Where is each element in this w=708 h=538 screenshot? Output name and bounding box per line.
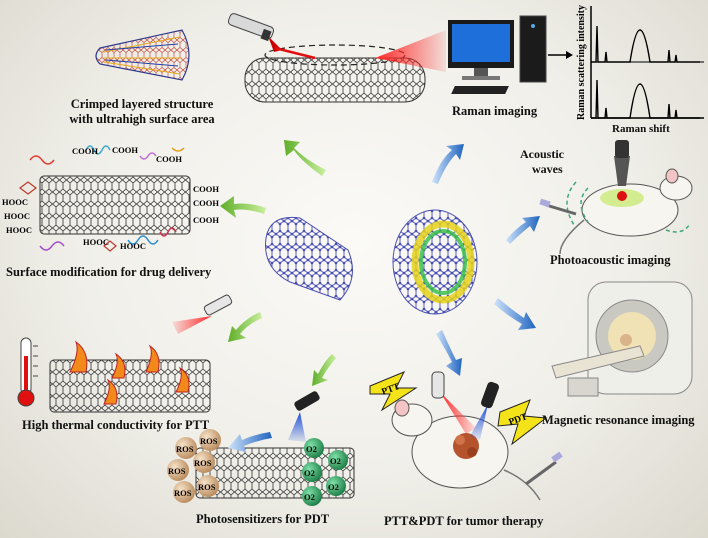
o2-spheres xyxy=(302,438,348,506)
chem-hooc-4: HOOC xyxy=(83,237,109,247)
mri-machine-illustration xyxy=(551,281,693,397)
acoustic-label-line2: waves xyxy=(532,162,563,176)
photosensitizers-label: Photosensitizers for PDT xyxy=(196,512,330,526)
arrow-to-surface-mod xyxy=(220,196,266,218)
raman-x-axis-label: Raman shift xyxy=(612,123,670,135)
o2-label-2: O2 xyxy=(330,456,341,466)
mouse-photoacoustic-illustration xyxy=(539,140,693,255)
arrow-to-tumor-therapy xyxy=(436,330,462,376)
chem-cooh-2: COOH xyxy=(112,145,138,155)
arrow-to-pdt xyxy=(312,354,336,386)
chem-cooh-6: COOH xyxy=(193,215,219,225)
ros-label-1: ROS xyxy=(176,444,194,454)
crimped-structure-label: Crimped layered structure with ultrahigh… xyxy=(62,97,222,127)
o2-label-3: O2 xyxy=(304,468,315,478)
chem-cooh-5: COOH xyxy=(193,198,219,208)
o2-label-1: O2 xyxy=(306,444,317,454)
surface-modification-label: Surface modification for drug delivery xyxy=(6,265,212,279)
mouse-tumor-therapy-illustration xyxy=(391,371,563,501)
arrow-to-photoacoustic xyxy=(506,216,540,244)
raman-signal-beam xyxy=(375,30,446,72)
functionalized-nanotube xyxy=(392,209,478,315)
o2-label-5: O2 xyxy=(304,492,315,502)
arrow-to-raman xyxy=(432,144,464,184)
thermal-nanotube-illustration xyxy=(49,340,211,413)
arrow-to-photosensitizers xyxy=(228,432,272,452)
ros-label-3: ROS xyxy=(168,466,186,476)
raman-imaging-label: Raman imaging xyxy=(452,104,538,118)
pdt-nanotube-illustration xyxy=(195,447,355,499)
ros-label-5: ROS xyxy=(174,488,192,498)
chem-cooh-1: COOH xyxy=(72,146,98,156)
tumor-therapy-label: PTT&PDT for tumor therapy xyxy=(384,514,544,528)
ros-label-2: ROS xyxy=(200,436,218,446)
acoustic-waves-label: Acoustic waves xyxy=(520,147,564,177)
chem-hooc-5: HOOC xyxy=(120,241,146,251)
raman-y-axis-label: Raman scattering intensity xyxy=(576,5,587,120)
carbon-nanotube-blue xyxy=(265,216,353,301)
computer-icon xyxy=(448,15,573,94)
ros-spheres xyxy=(167,429,221,503)
crimped-label-line1: Crimped layered structure xyxy=(70,97,214,111)
chem-cooh-4: COOH xyxy=(193,184,219,194)
blue-laser-icon xyxy=(288,391,320,442)
raman-nanotube-illustration xyxy=(244,36,426,103)
chem-cooh-3: COOH xyxy=(156,154,182,164)
o2-label-4: O2 xyxy=(328,482,339,492)
surface-modified-nanotube xyxy=(19,145,191,252)
thermal-conductivity-label: High thermal conductivity for PTT xyxy=(22,418,210,432)
chem-hooc-2: HOOC xyxy=(4,211,30,221)
arrow-to-crimped xyxy=(284,140,326,176)
thermometer-icon xyxy=(17,337,38,407)
arrow-to-mri xyxy=(494,298,536,330)
chem-hooc-3: HOOC xyxy=(6,225,32,235)
ptt-badge xyxy=(369,371,418,412)
pdt-badge xyxy=(497,399,548,446)
arrow-to-thermal xyxy=(228,312,262,342)
chem-hooc-1: HOOC xyxy=(2,197,28,207)
mri-label: Magnetic resonance imaging xyxy=(542,413,695,427)
acoustic-label-line1: Acoustic xyxy=(520,147,564,161)
raman-spectrum-chart xyxy=(590,6,704,119)
photoacoustic-imaging-label: Photoacoustic imaging xyxy=(550,253,671,267)
ros-label-4: ROS xyxy=(194,458,212,468)
red-laser-icon xyxy=(172,294,233,334)
crimped-nanotube-illustration xyxy=(95,29,190,81)
ros-label-6: ROS xyxy=(198,482,216,492)
laser-pointer-icon xyxy=(227,13,275,42)
crimped-label-line2: with ultrahigh surface area xyxy=(69,112,215,126)
